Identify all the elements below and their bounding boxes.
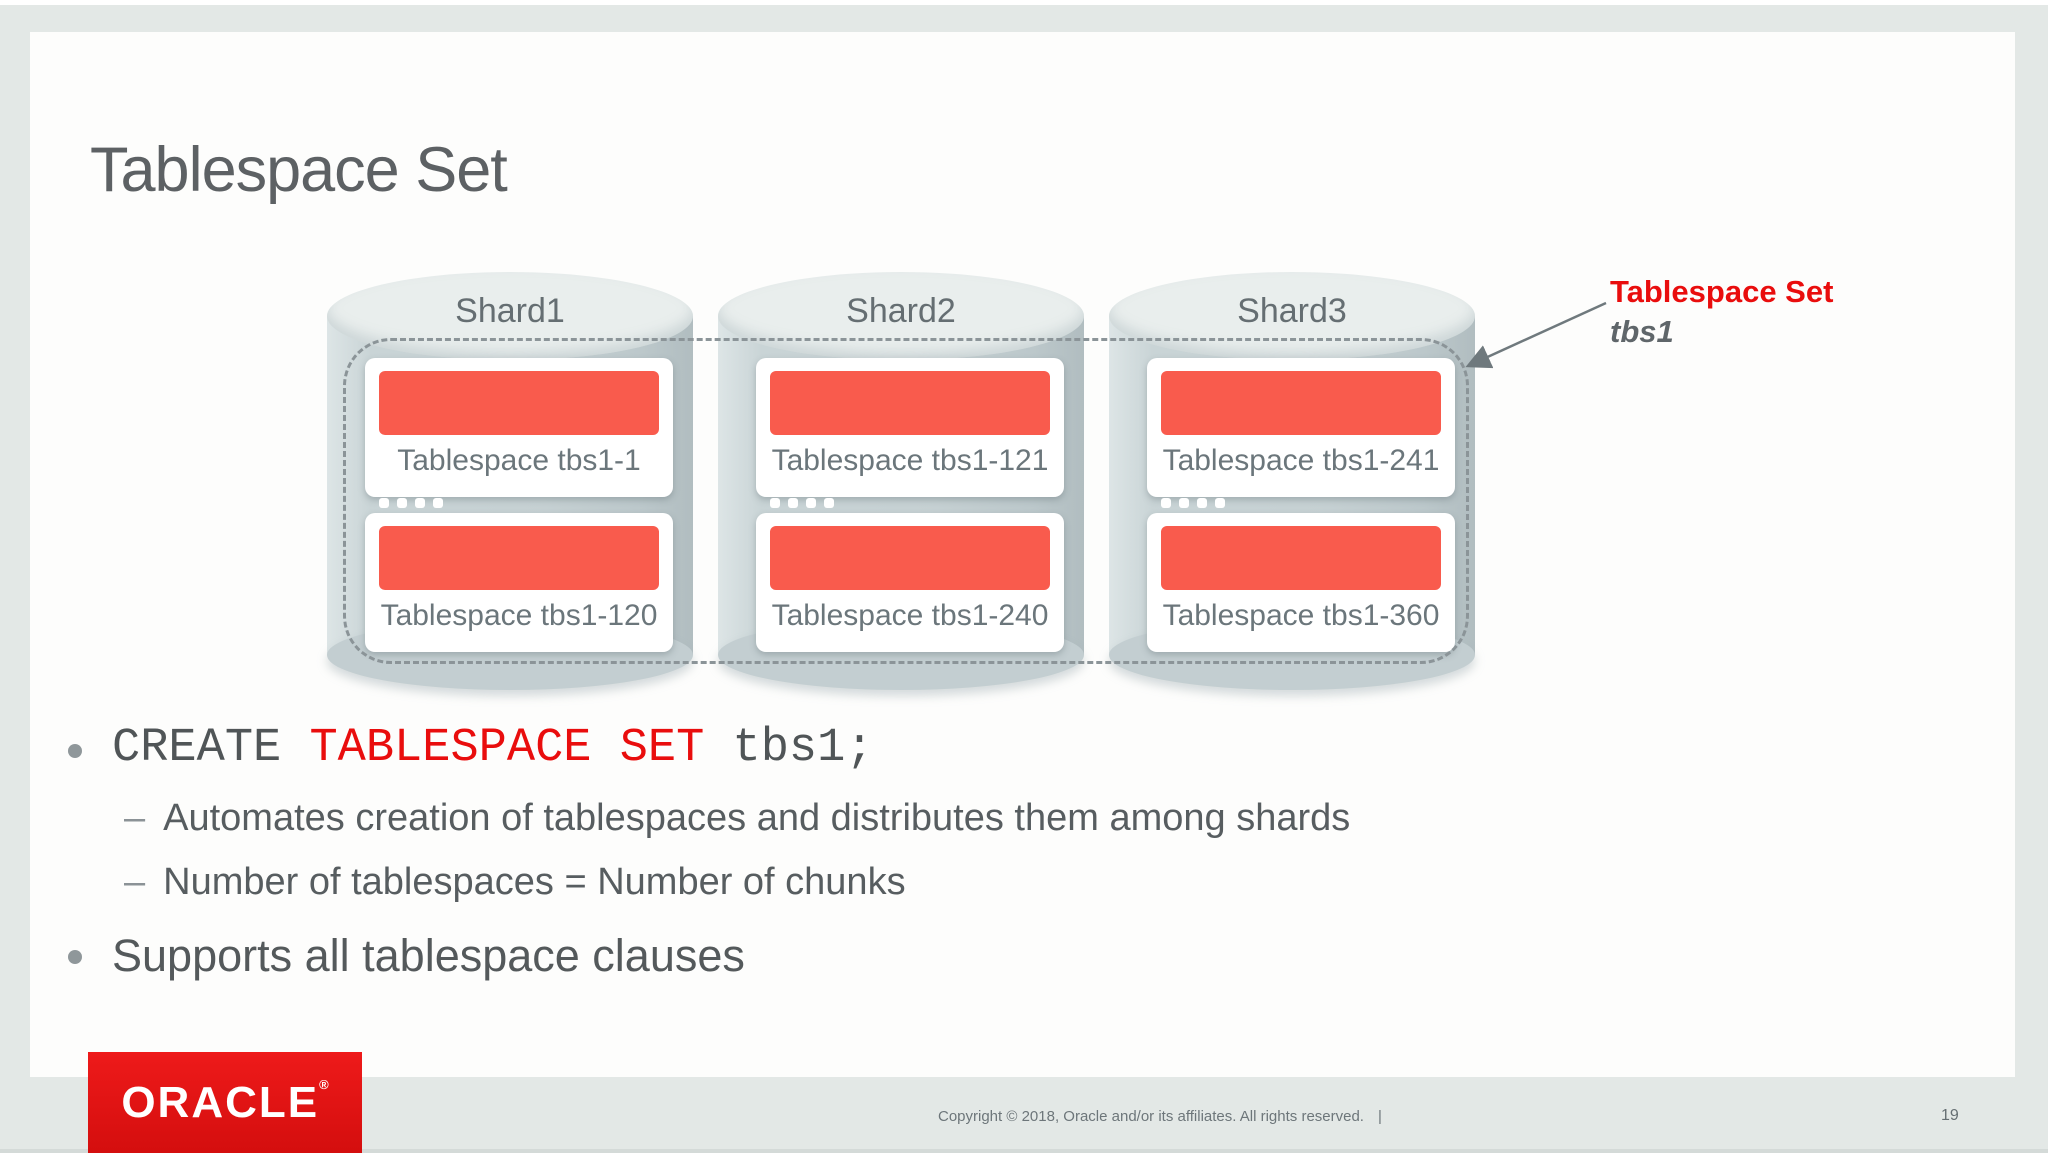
dash-icon: – [124,861,146,903]
ellipsis-dots-icon [1161,498,1225,508]
shard3-cylinder: Shard3 Tablespace tbs1-241 Tablespace tb… [1109,272,1475,690]
tablespace-set-outline [343,338,1469,664]
ellipsis-dots-icon [770,498,834,508]
page-number: 19 [1941,1107,1959,1124]
tablespace-box: Tablespace tbs1-240 [756,513,1064,652]
footer-separator: | [1377,1108,1382,1125]
chunk-bar [770,371,1050,435]
chunk-bar [1161,526,1441,590]
tablespace-label: Tablespace tbs1-120 [380,599,658,632]
registered-mark: ® [319,1077,329,1092]
tablespace-label: Tablespace tbs1-241 [1162,444,1440,477]
chunk-bar [379,526,659,590]
code-keyword: TABLESPACE SET [309,722,705,775]
tablespace-set-annotation: Tablespace Set tbs1 [1610,272,1833,352]
bullet-create-statement: CREATE TABLESPACE SET tbs1; [68,722,874,775]
page-title: Tablespace Set [90,135,508,205]
oracle-wordmark: ORACLE [121,1078,320,1127]
tablespace-label: Tablespace tbs1-121 [771,444,1049,477]
dash-icon: – [124,797,146,839]
ellipsis-dots-icon [379,498,443,508]
chunk-bar [1161,371,1441,435]
code-prefix: CREATE [112,722,310,775]
shard3-label: Shard3 [1237,292,1347,330]
annotation-name: tbs1 [1610,314,1674,349]
tablespace-box: Tablespace tbs1-1 [365,358,673,497]
sub-bullet-text: Number of tablespaces = Number of chunks [163,861,906,903]
tablespace-box: Tablespace tbs1-121 [756,358,1064,497]
code-suffix: tbs1; [704,722,874,775]
oracle-logo-text: ORACLE® [121,1077,328,1128]
sub-bullet-text: Automates creation of tablespaces and di… [163,797,1351,839]
chunk-bar [379,371,659,435]
bullet-text: Supports all tablespace clauses [112,930,745,981]
tablespace-box: Tablespace tbs1-120 [365,513,673,652]
bullet-icon [68,744,82,758]
tablespace-box: Tablespace tbs1-241 [1147,358,1455,497]
shard2-label: Shard2 [846,292,956,330]
bullet-supports: Supports all tablespace clauses [68,930,745,982]
annotation-title: Tablespace Set [1610,274,1834,309]
chunk-bar [770,526,1050,590]
shard1-label: Shard1 [455,292,565,330]
cylinder-top [1109,272,1475,360]
copyright-line: Copyright © 2018, Oracle and/or its affi… [938,1108,1382,1125]
cylinder-top [718,272,1084,360]
sub-bullet-2: – Number of tablespaces = Number of chun… [124,861,906,904]
copyright-text: Copyright © 2018, Oracle and/or its affi… [938,1108,1364,1125]
tablespace-box: Tablespace tbs1-360 [1147,513,1455,652]
code-line: CREATE TABLESPACE SET tbs1; [112,722,874,775]
top-strip [0,0,2048,5]
shard2-cylinder: Shard2 Tablespace tbs1-121 Tablespace tb… [718,272,1084,690]
tablespace-label: Tablespace tbs1-360 [1162,599,1440,632]
tablespace-label: Tablespace tbs1-1 [397,444,641,477]
oracle-logo: ORACLE® [88,1052,362,1153]
sub-bullet-1: – Automates creation of tablespaces and … [124,797,1350,840]
tablespace-label: Tablespace tbs1-240 [771,599,1049,632]
bullet-icon [68,950,82,964]
annotation-arrow-icon [1465,301,1607,369]
bottom-edge [0,1149,2048,1153]
